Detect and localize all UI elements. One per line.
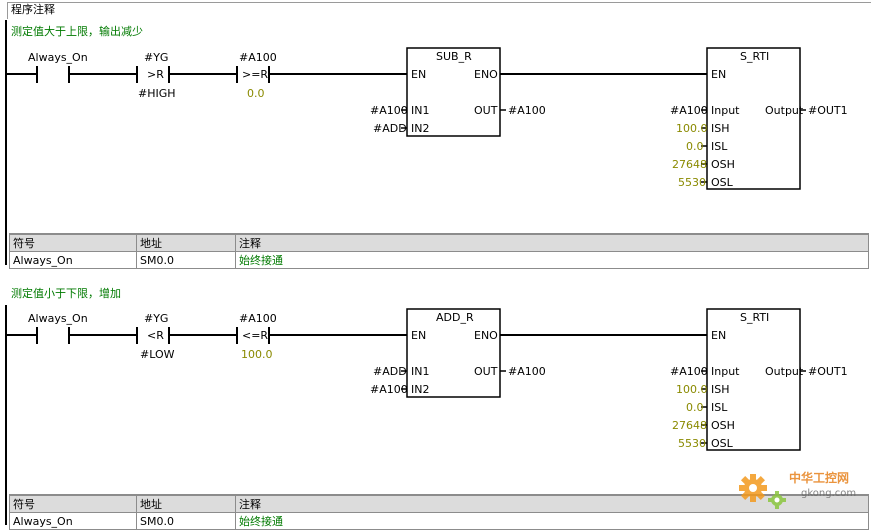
add-r-in2-value[interactable]: #A100: [370, 383, 408, 396]
s-rti-input: Input: [711, 365, 740, 378]
watermark-brand: 中华工控网: [789, 471, 850, 485]
add-r-in2: IN2: [411, 383, 430, 396]
add-r-out-value[interactable]: #A100: [508, 365, 546, 378]
table-row[interactable]: Always_On SM0.0 始终接通: [9, 251, 869, 269]
s-rti-isl: ISL: [711, 140, 728, 153]
s-rti-osh-value[interactable]: 27648: [672, 419, 707, 432]
gear-icon: [739, 474, 786, 509]
compare2-operand-bottom: 0.0: [247, 87, 265, 100]
s-rti-en: EN: [711, 68, 727, 81]
sub-r-eno: ENO: [474, 68, 498, 81]
cell-address: SM0.0: [136, 512, 236, 530]
add-r-en: EN: [411, 329, 427, 342]
add-r-in1: IN1: [411, 365, 430, 378]
s-rti-isl: ISL: [711, 401, 728, 414]
watermark-domain: gkong.com: [801, 488, 857, 499]
compare1-operand-bottom: #LOW: [140, 348, 175, 361]
network-1-symbol-table: 符号 地址 注释 Always_On SM0.0 始终接通: [9, 233, 869, 269]
s-rti-ish: ISH: [711, 383, 730, 396]
sub-r-in2-value[interactable]: #ADD: [373, 122, 407, 135]
s-rti-ish-value[interactable]: 100.0: [676, 383, 708, 396]
sub-r-out: OUT: [474, 104, 498, 117]
add-r-out: OUT: [474, 365, 498, 378]
contact-always-on-label: Always_On: [28, 312, 88, 325]
col-comment: 注释: [235, 233, 869, 252]
s-rti-osh: OSH: [711, 419, 735, 432]
compare2-operand-bottom: 100.0: [241, 348, 273, 361]
cell-symbol: Always_On: [9, 512, 137, 530]
contact-always-on-label: Always_On: [28, 51, 88, 64]
network-1-comment: 测定值大于上限，输出减少: [11, 25, 143, 38]
s-rti-osl-value[interactable]: 5530: [678, 176, 706, 189]
s-rti-output-value[interactable]: #OUT1: [808, 365, 848, 378]
compare1-operand-top: #YG: [144, 51, 169, 64]
sub-r-in1-value[interactable]: #A100: [370, 104, 408, 117]
s-rti-output: Output: [765, 104, 804, 117]
s-rti-input: Input: [711, 104, 740, 117]
s-rti-en: EN: [711, 329, 727, 342]
program-comment-title: 程序注释: [11, 3, 55, 16]
sub-r-en: EN: [411, 68, 427, 81]
add-r-in1-value[interactable]: #ADD: [373, 365, 407, 378]
cell-symbol: Always_On: [9, 251, 137, 269]
col-comment: 注释: [235, 494, 869, 513]
col-symbol: 符号: [9, 494, 137, 513]
s-rti-osl-value[interactable]: 5530: [678, 437, 706, 450]
header-bar: [7, 2, 871, 19]
sub-r-title: SUB_R: [436, 50, 472, 63]
s-rti-output: Output: [765, 365, 804, 378]
s-rti-osh-value[interactable]: 27648: [672, 158, 707, 171]
network-2-comment: 测定值小于下限，增加: [11, 287, 121, 300]
s-rti-osl: OSL: [711, 176, 733, 189]
s-rti-osh: OSH: [711, 158, 735, 171]
col-symbol: 符号: [9, 233, 137, 252]
sub-r-out-value[interactable]: #A100: [508, 104, 546, 117]
col-address: 地址: [136, 233, 236, 252]
network-header: 程序注释: [0, 0, 871, 20]
compare2-operator[interactable]: >=R: [242, 68, 269, 81]
add-r-title: ADD_R: [436, 311, 474, 324]
s-rti-isl-value[interactable]: 0.0: [686, 140, 704, 153]
s-rti-osl: OSL: [711, 437, 733, 450]
compare1-operand-bottom: #HIGH: [138, 87, 176, 100]
s-rti-ish-value[interactable]: 100.0: [676, 122, 708, 135]
sub-r-in2: IN2: [411, 122, 430, 135]
s-rti-title: S_RTI: [740, 50, 770, 63]
s-rti-output-value[interactable]: #OUT1: [808, 104, 848, 117]
compare1-operator[interactable]: <R: [147, 329, 164, 342]
compare2-operator[interactable]: <=R: [242, 329, 269, 342]
add-r-eno: ENO: [474, 329, 498, 342]
gkong-watermark: 中华工控网 gkong.com: [733, 470, 863, 518]
compare1-operand-top: #YG: [144, 312, 169, 325]
compare2-operand-top: #A100: [239, 51, 277, 64]
s-rti-input-value[interactable]: #A100: [670, 365, 708, 378]
s-rti-isl-value[interactable]: 0.0: [686, 401, 704, 414]
s-rti-input-value[interactable]: #A100: [670, 104, 708, 117]
col-address: 地址: [136, 494, 236, 513]
s-rti-title: S_RTI: [740, 311, 770, 324]
sub-r-in1: IN1: [411, 104, 430, 117]
compare2-operand-top: #A100: [239, 312, 277, 325]
cell-comment: 始终接通: [235, 251, 869, 269]
s-rti-ish: ISH: [711, 122, 730, 135]
compare1-operator[interactable]: >R: [147, 68, 164, 81]
